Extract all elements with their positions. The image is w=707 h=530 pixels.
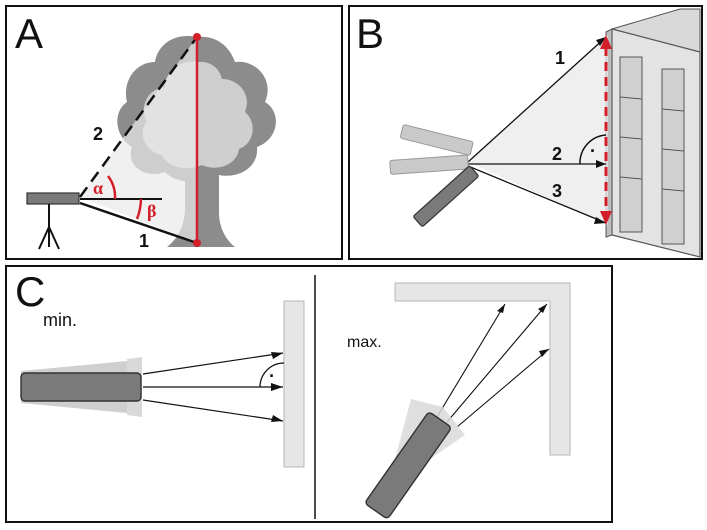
line-2-hypotenuse xyxy=(78,36,199,198)
arrowhead-1-icon xyxy=(596,37,606,46)
min-label: min. xyxy=(43,310,77,330)
beam-top xyxy=(142,352,284,375)
arrow-down-icon xyxy=(600,211,612,225)
panel-a-illustration: 2 1 α β xyxy=(26,33,276,251)
panel-c-letter: C xyxy=(15,268,46,315)
measurement-cone xyxy=(80,37,197,243)
label-beta: β xyxy=(147,201,156,221)
arrowhead-icon xyxy=(271,415,283,422)
laser-meter-icon xyxy=(20,372,142,402)
laser-meter-icon xyxy=(26,192,80,250)
arrowhead-icon xyxy=(538,304,547,313)
arrowhead-2-icon xyxy=(596,160,606,168)
right-angle-arc xyxy=(259,362,285,388)
arrowhead-icon xyxy=(539,349,549,357)
arrow-up-icon xyxy=(600,35,612,49)
arrowhead-icon xyxy=(271,352,283,359)
laser-meter-icon xyxy=(389,124,479,227)
right-angle-dot: · xyxy=(269,366,275,386)
panel-c-illustration: min. max. · xyxy=(20,275,571,519)
label-3: 3 xyxy=(552,181,562,201)
corner-wall xyxy=(394,282,571,456)
panel-b: B · xyxy=(348,5,703,260)
line-1-base xyxy=(79,201,198,245)
arrowhead-3-icon xyxy=(594,217,606,224)
bottom-point-icon xyxy=(193,239,201,247)
panel-a: A 2 1 α β xyxy=(5,5,343,260)
label-1: 1 xyxy=(139,231,149,251)
beam-1 xyxy=(436,303,506,418)
arrowhead-icon xyxy=(497,304,505,313)
measurement-cone xyxy=(468,35,608,225)
panel-c: C min. max. · xyxy=(5,265,613,523)
label-1: 1 xyxy=(555,48,565,68)
label-2: 2 xyxy=(93,124,103,144)
beta-arc xyxy=(135,198,143,220)
wall xyxy=(283,300,305,468)
top-point-icon xyxy=(193,33,201,41)
panel-b-illustration: · 1 2 3 xyxy=(389,8,701,258)
max-label: max. xyxy=(347,334,382,351)
laser-meter-icon xyxy=(365,412,451,519)
beam-2 xyxy=(446,303,548,423)
right-angle-dot: · xyxy=(590,141,596,161)
line-3 xyxy=(467,165,607,224)
beam-bottom xyxy=(142,399,284,422)
building-icon xyxy=(605,8,701,258)
line-1 xyxy=(467,36,607,163)
panel-b-letter: B xyxy=(356,10,385,57)
alpha-arc xyxy=(106,175,117,200)
beam-3 xyxy=(456,348,550,428)
right-angle-arc xyxy=(579,134,607,165)
label-alpha: α xyxy=(93,178,103,198)
label-2: 2 xyxy=(552,144,562,164)
panel-a-letter: A xyxy=(15,10,44,57)
arrowhead-icon xyxy=(271,383,283,391)
